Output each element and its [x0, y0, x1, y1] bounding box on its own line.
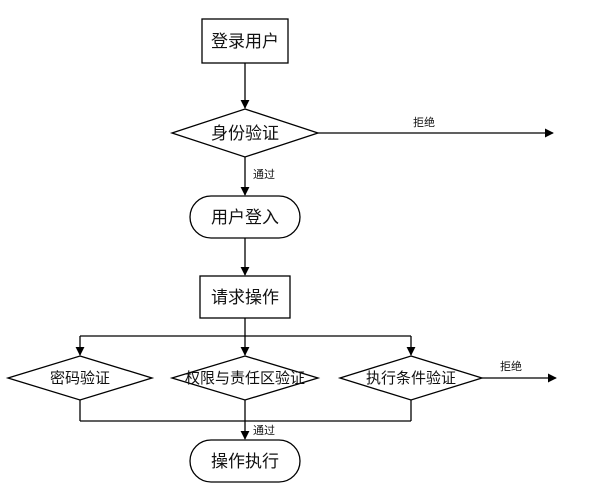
- node-identity-check: 身份验证: [169, 108, 321, 158]
- node-identity-check-label: 身份验证: [211, 124, 279, 144]
- node-request-op-label: 请求操作: [211, 288, 279, 308]
- node-execute-op: 操作执行: [189, 439, 301, 483]
- node-permission-check: 权限与责任区验证: [169, 355, 321, 401]
- edge-label-pass-2: 通过: [253, 424, 275, 437]
- node-request-op: 请求操作: [199, 275, 291, 319]
- node-user-login-label: 用户登入: [211, 208, 279, 228]
- node-condition-check: 执行条件验证: [337, 355, 485, 401]
- node-user-login: 用户登入: [189, 195, 301, 239]
- edge-label-pass-1: 通过: [253, 168, 275, 181]
- node-password-check-label: 密码验证: [50, 369, 110, 387]
- edge-label-reject-1: 拒绝: [413, 115, 435, 129]
- node-condition-check-label: 执行条件验证: [366, 369, 456, 387]
- node-permission-check-label: 权限与责任区验证: [185, 369, 305, 387]
- edge-label-reject-2: 拒绝: [500, 359, 522, 373]
- node-login-user: 登录用户: [201, 18, 289, 64]
- node-execute-op-label: 操作执行: [211, 452, 279, 472]
- node-password-check: 密码验证: [5, 355, 155, 401]
- node-login-user-label: 登录用户: [211, 32, 279, 52]
